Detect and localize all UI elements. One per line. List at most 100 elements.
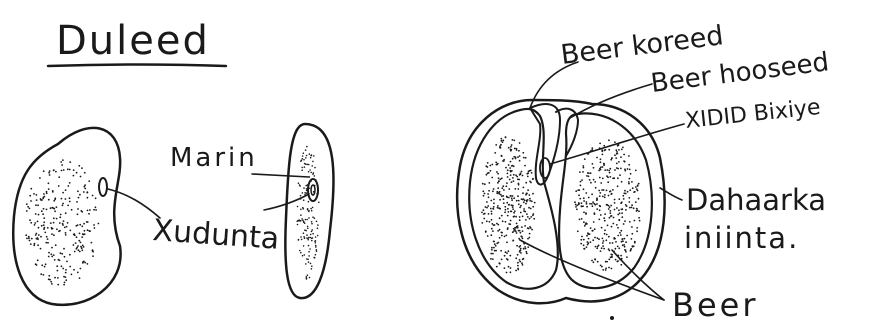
stipple-dot (584, 225, 586, 227)
stipple-dot (80, 242, 82, 244)
stipple-dot (510, 220, 512, 222)
stipple-dot (490, 208, 492, 210)
stipple-dot (616, 224, 618, 226)
stipple-dot (74, 251, 76, 253)
stipple-dot (494, 152, 496, 154)
stipple-dot (586, 223, 588, 225)
stipple-dot (303, 236, 305, 238)
stipple-dot (77, 224, 79, 226)
stipple-dot (488, 190, 490, 192)
stipple-dot (65, 279, 67, 281)
stipple-dot (624, 190, 626, 192)
stipple-dot (315, 236, 317, 238)
stipple-dot (583, 188, 585, 190)
stipple-dot (80, 176, 82, 178)
stipple-dot (588, 175, 590, 177)
stipple-dot (51, 228, 53, 230)
stipple-dot (617, 227, 619, 229)
stipple-dot (579, 171, 581, 173)
stipple-dot (317, 224, 319, 226)
stipple-dot (520, 249, 522, 251)
stipple-dot (591, 203, 593, 205)
stipple-dot (616, 207, 618, 209)
stipple-dot (511, 181, 513, 183)
stipple-dot (519, 259, 521, 261)
stipple-dot (305, 230, 307, 232)
stipple-dot (527, 199, 529, 201)
stipple-dot (628, 164, 630, 166)
stipple-dot (608, 195, 610, 197)
stipple-dot (87, 210, 89, 212)
stipple-dot (626, 235, 628, 237)
stipple-dot (590, 172, 592, 174)
stipple-dot (623, 198, 625, 200)
stipple-dot (48, 252, 50, 254)
stipple-dot (92, 195, 94, 197)
stipple-dot (517, 227, 519, 229)
stipple-dot (87, 191, 89, 193)
stipple-dot (62, 159, 64, 161)
stipple-dot (63, 276, 65, 278)
stipple-dot (594, 258, 596, 260)
stipple-dot (307, 238, 309, 240)
stipple-dot (83, 223, 85, 225)
stipple-dot (612, 189, 614, 191)
stipple-dot (495, 250, 497, 252)
stipple-dot (603, 163, 605, 165)
label-beer: Beer (672, 286, 758, 324)
stipple-dot (499, 229, 501, 231)
stipple-dot (93, 224, 95, 226)
stipple-dot (593, 221, 595, 223)
stipple-dot (87, 263, 89, 265)
stipple-dot (73, 244, 75, 246)
stipple-dot (30, 243, 32, 245)
stipple-dot (513, 212, 515, 214)
stipple-dot (303, 221, 305, 223)
stipple-dot (609, 206, 611, 208)
stipple-dot (620, 156, 622, 158)
stipple-dot (308, 171, 310, 173)
stipple-dot (631, 207, 633, 209)
stipple-dot (639, 220, 641, 222)
stipple-dot (517, 265, 519, 267)
stipple-dot (50, 207, 52, 209)
stipple-dot (67, 205, 69, 207)
stipple-dot (583, 239, 585, 241)
stipple-dot (522, 175, 524, 177)
stipple-dot (526, 213, 528, 215)
stipple-dot (502, 220, 504, 222)
stipple-dot (79, 224, 81, 226)
stipple-dot (36, 194, 38, 196)
stipple-dot (614, 209, 616, 211)
stipple-dot (621, 149, 623, 151)
stipple-dot (500, 138, 502, 140)
stipple-dot (520, 205, 522, 207)
stipple-dot (82, 233, 84, 235)
stipple-dot (622, 147, 624, 149)
stipple-dot (631, 233, 633, 235)
stipple-dot (624, 246, 626, 248)
stipple-dot (38, 227, 40, 229)
stipple-dot (488, 213, 490, 215)
stipple-dot (499, 208, 501, 210)
stipple-dot (491, 219, 493, 221)
stipple-dot (313, 257, 315, 259)
stipple-dot (528, 194, 530, 196)
stipple-dot (77, 245, 79, 247)
stipple-dot (620, 230, 622, 232)
stipple-dot (37, 259, 39, 261)
stipple-dot (624, 220, 626, 222)
stipple-dot (59, 222, 61, 224)
stipple-dot (602, 245, 604, 247)
stipple-dot (607, 225, 609, 227)
stipple-dot (600, 166, 602, 168)
stipple-dot (501, 187, 503, 189)
stipple-dot (605, 239, 607, 241)
stipple-dot (590, 227, 592, 229)
stipple-dot (506, 272, 508, 274)
stipple-dot (575, 190, 577, 192)
stipple-dot (519, 216, 521, 218)
stipple-dot (582, 171, 584, 173)
stipple-dot (636, 210, 638, 212)
stipple-dot (517, 156, 519, 158)
